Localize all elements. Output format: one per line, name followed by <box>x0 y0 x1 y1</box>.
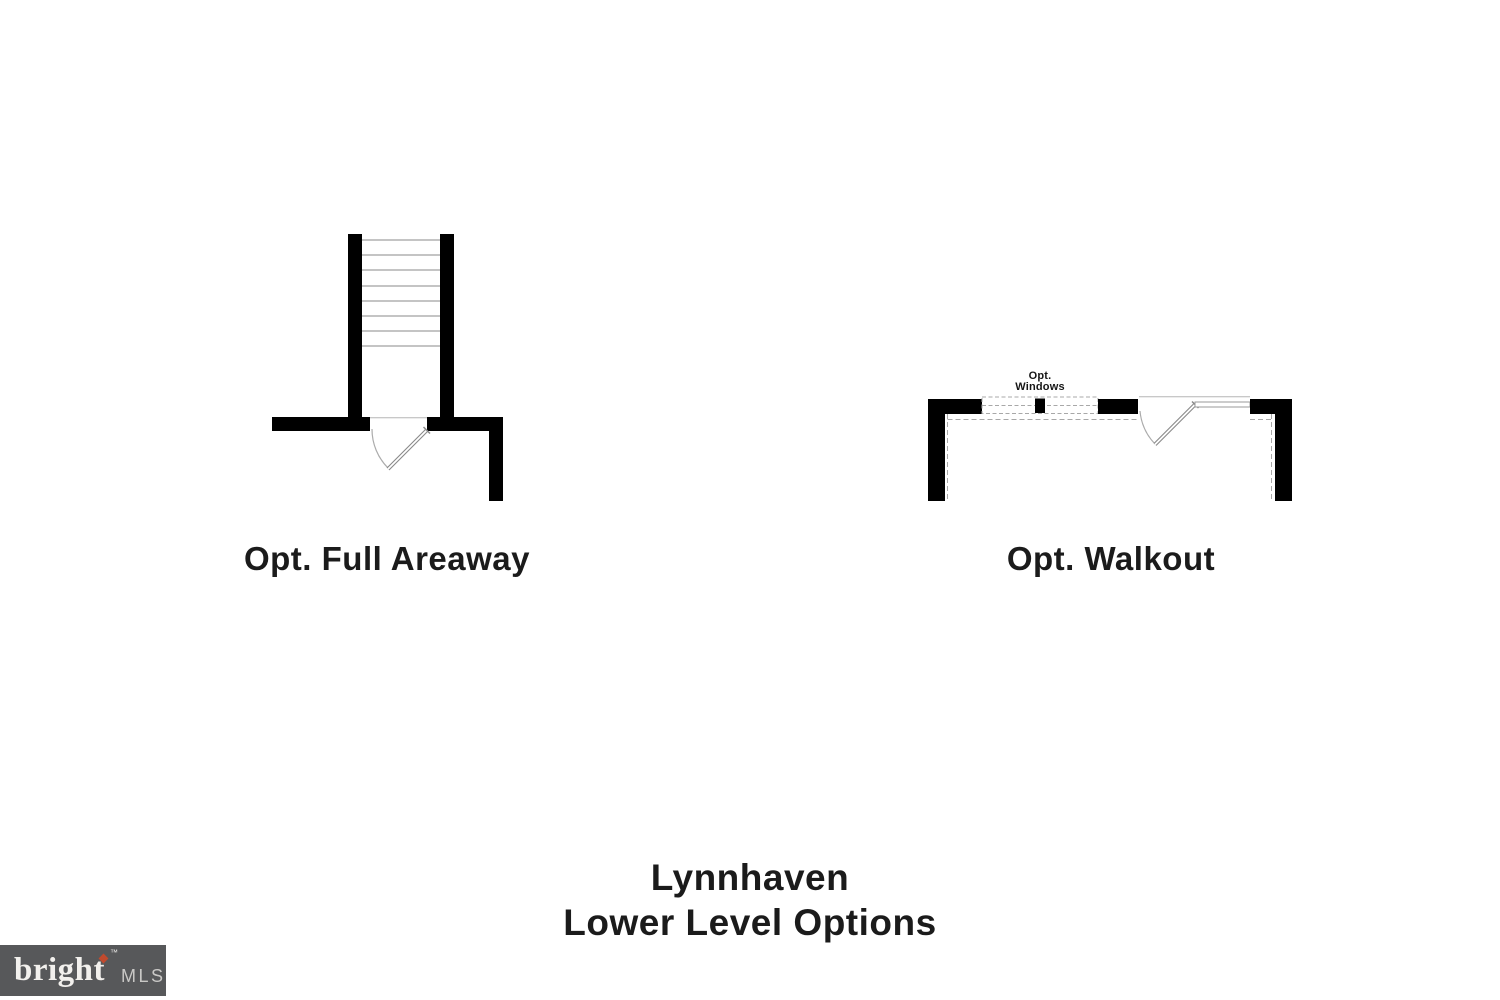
door-hinge-tick <box>422 426 431 435</box>
wall-right-return <box>489 430 503 501</box>
door-leaf <box>1153 403 1197 446</box>
stair-wall-left <box>348 234 362 431</box>
door-sidelite-panel <box>1194 401 1251 408</box>
areaway-plan <box>272 234 503 501</box>
wall-top-middle <box>1098 399 1138 414</box>
opt-windows-annotation-line2: Windows <box>1015 380 1065 393</box>
areaway-label: Opt. Full Areaway <box>243 540 530 577</box>
stair-wall-right <box>440 234 454 431</box>
opt-windows-annotation-line1: Opt. <box>1028 370 1052 382</box>
door-swing-arc <box>1139 410 1156 445</box>
plan-name: Lynnhaven <box>650 857 850 898</box>
wall-bottom-right <box>427 417 503 431</box>
plan-subtitle: Lower Level Options <box>563 902 937 943</box>
door-leaf <box>386 428 429 471</box>
walkout-plan <box>928 396 1292 501</box>
logo-wordmark: bright <box>14 952 106 988</box>
wall-side-right <box>1275 399 1292 501</box>
sheet-title: Lynnhaven Lower Level Options <box>450 855 1050 945</box>
stair-treads <box>362 239 440 347</box>
door-swing-arc <box>371 428 389 469</box>
logo-suffix: MLS <box>121 966 166 986</box>
foundation-dashed-outline <box>947 414 1272 500</box>
bright-mls-logo: bright ™ MLS <box>0 945 166 996</box>
window-mullion <box>1035 398 1045 413</box>
wall-side-left <box>928 399 945 501</box>
opt-windows-annotation: Opt. Windows <box>990 371 1090 392</box>
wall-bottom-left <box>272 417 370 431</box>
opt-window <box>981 396 1099 414</box>
walkout-label: Opt. Walkout <box>1006 540 1216 577</box>
logo-trademark: ™ <box>110 948 118 957</box>
